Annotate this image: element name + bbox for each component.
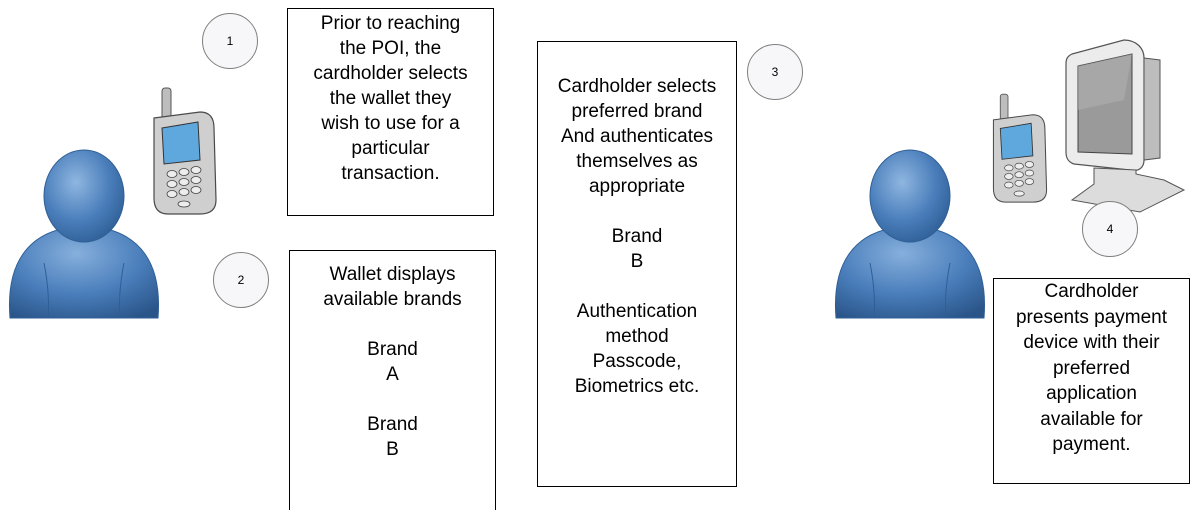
text-line: themselves as: [576, 151, 698, 172]
text-line: Biometrics etc.: [574, 376, 700, 397]
text-line: preferred brand: [571, 101, 703, 122]
computer-monitor-icon: [1065, 39, 1186, 213]
step-number: 2: [237, 273, 245, 287]
step-1-circle: 1: [202, 13, 258, 69]
text-line: available for: [1040, 408, 1143, 430]
text-line: Authentication: [576, 301, 698, 322]
step-1-box: Prior to reaching the POI, the cardholde…: [287, 8, 494, 216]
text-line: application: [1046, 383, 1137, 404]
text-line: the POI, the: [339, 38, 442, 59]
brand-letter: B: [630, 251, 644, 272]
person-icon-right: [834, 149, 986, 319]
step-2-circle: 2: [213, 252, 269, 308]
text-line: Wallet displays: [329, 264, 456, 285]
text-line: available brands: [323, 289, 462, 310]
brand-b-label: Brand: [367, 414, 418, 435]
step-number: 3: [771, 65, 779, 79]
brand-a-label: Brand: [367, 339, 418, 360]
text-line: cardholder selects: [313, 63, 468, 84]
text-line: particular: [351, 138, 430, 159]
brand-b-letter: B: [386, 439, 399, 460]
text-line: transaction.: [341, 163, 440, 184]
brand-label: Brand: [611, 226, 663, 247]
mobile-phone-icon-left: [153, 87, 217, 215]
step-4-circle: 4: [1082, 201, 1138, 257]
text-line: Cardholder: [1044, 281, 1139, 302]
text-line: payment.: [1052, 434, 1131, 455]
step-number: 1: [226, 34, 234, 48]
brand-a-letter: A: [386, 364, 399, 385]
text-line: the wallet they: [329, 88, 452, 109]
step-4-box: Cardholder presents payment device with …: [993, 278, 1190, 484]
mobile-phone-icon-right: [992, 93, 1048, 203]
text-line: method: [605, 326, 669, 347]
step-3-circle: 3: [747, 44, 803, 100]
text-line: And authenticates: [560, 126, 714, 147]
text-line: device with their: [1023, 332, 1160, 353]
step-3-box: Cardholder selects preferred brand And a…: [537, 41, 737, 487]
step-number: 4: [1106, 222, 1114, 236]
step-2-box: Wallet displays available brands Brand A…: [289, 250, 496, 510]
text-line: presents payment: [1015, 306, 1168, 328]
person-icon-left: [8, 149, 160, 319]
text-line: preferred: [1052, 357, 1131, 379]
text-line: wish to use for a: [321, 113, 460, 134]
text-line: Passcode,: [592, 351, 682, 372]
text-line: Cardholder selects: [557, 76, 717, 97]
text-line: Prior to reaching: [320, 13, 461, 34]
text-line: appropriate: [588, 176, 686, 197]
